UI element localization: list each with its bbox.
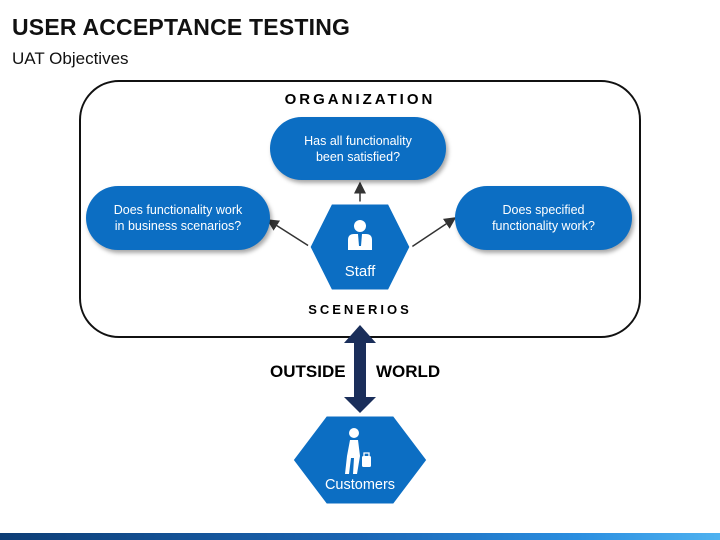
connector-to-right (409, 217, 457, 249)
customers-label: Customers (324, 477, 396, 493)
page-title: USER ACCEPTANCE TESTING (12, 14, 351, 40)
node-business-scenarios: Does functionality work in business scen… (86, 186, 270, 250)
scenarios-label: SCENERIOS (308, 302, 412, 317)
world-label: WORLD (376, 362, 441, 381)
footer-gradient-bar (0, 533, 720, 540)
node-left-text: Does functionality work in business scen… (113, 203, 243, 233)
customers-hexagon (290, 413, 430, 507)
organization-label: ORGANIZATION (284, 91, 436, 108)
staff-label: Staff (344, 263, 376, 280)
outside-label: OUTSIDE (270, 362, 346, 381)
connector-to-left (266, 219, 313, 249)
page-subtitle: UAT Objectives (12, 49, 129, 68)
node-specified-functionality: Does specified functionality work? (455, 186, 632, 250)
customer-walking-icon (345, 428, 371, 474)
bidirectional-arrow (344, 325, 376, 413)
staff-person-icon (348, 220, 372, 250)
node-functionality-satisfied: Has all functionality been satisfied? (270, 117, 446, 180)
node-top-text: Has all functionality been satisfied? (304, 133, 412, 164)
node-right-text: Does specified functionality work? (492, 203, 595, 233)
